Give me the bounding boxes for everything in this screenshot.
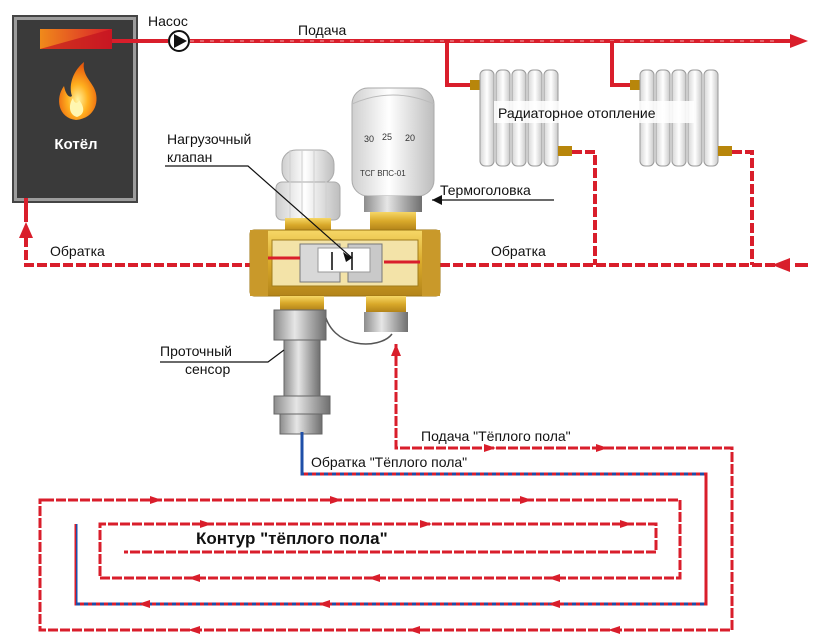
supply-arrow-icon (790, 34, 808, 48)
flow-sensor-label-2: сенсор (185, 361, 230, 377)
supply-line (112, 34, 808, 87)
floor-return-label: Обратка "Тёплого пола" (311, 454, 467, 470)
dial-number-3: 20 (405, 133, 415, 143)
boiler: Котёл (12, 15, 138, 203)
return-right-label: Обратка (491, 243, 546, 259)
pump-label: Насос (148, 13, 188, 29)
thermo-pointer-icon (432, 195, 442, 205)
floor-loop-label: Контур "тёплого пола" (196, 529, 388, 548)
thermostatic-head: 30 25 20 ТСГ ВПС-01 (351, 87, 435, 230)
floor-supply-up-arrow-icon (391, 344, 401, 356)
flow-sensor (273, 309, 331, 435)
load-valve-pointer-icon (343, 252, 352, 262)
return-left-label: Обратка (50, 243, 105, 259)
radiator-return-pipes (572, 150, 754, 265)
return-in-arrow-icon (772, 258, 790, 272)
leader-lines (160, 165, 554, 363)
boiler-label: Котёл (54, 136, 97, 153)
flow-sensor-label-1: Проточный (160, 343, 232, 359)
return-line (19, 198, 808, 272)
floor-loop-arrows (138, 496, 632, 634)
mixing-unit: 30 25 20 ТСГ ВПС-01 (249, 87, 441, 345)
pump-icon (168, 30, 190, 52)
flame-icon (59, 62, 97, 120)
thermo-head-label: Термоголовка (440, 182, 531, 198)
radiators-label: Радиаторное отопление (498, 105, 656, 121)
dial-number-1: 30 (364, 134, 374, 144)
floor-loop (44, 498, 682, 604)
dial-number-2: 25 (382, 132, 392, 142)
floor-supply-riser (38, 344, 734, 632)
dial-model: ТСГ ВПС-01 (360, 169, 406, 178)
supply-label: Подача (298, 22, 346, 38)
return-up-arrow-icon (19, 222, 33, 238)
load-valve-label-2: клапан (167, 149, 212, 165)
load-valve-cap (275, 149, 341, 232)
floor-supply-label: Подача "Тёплого пола" (421, 428, 571, 444)
load-valve-label-1: Нагрузочный (167, 131, 251, 147)
